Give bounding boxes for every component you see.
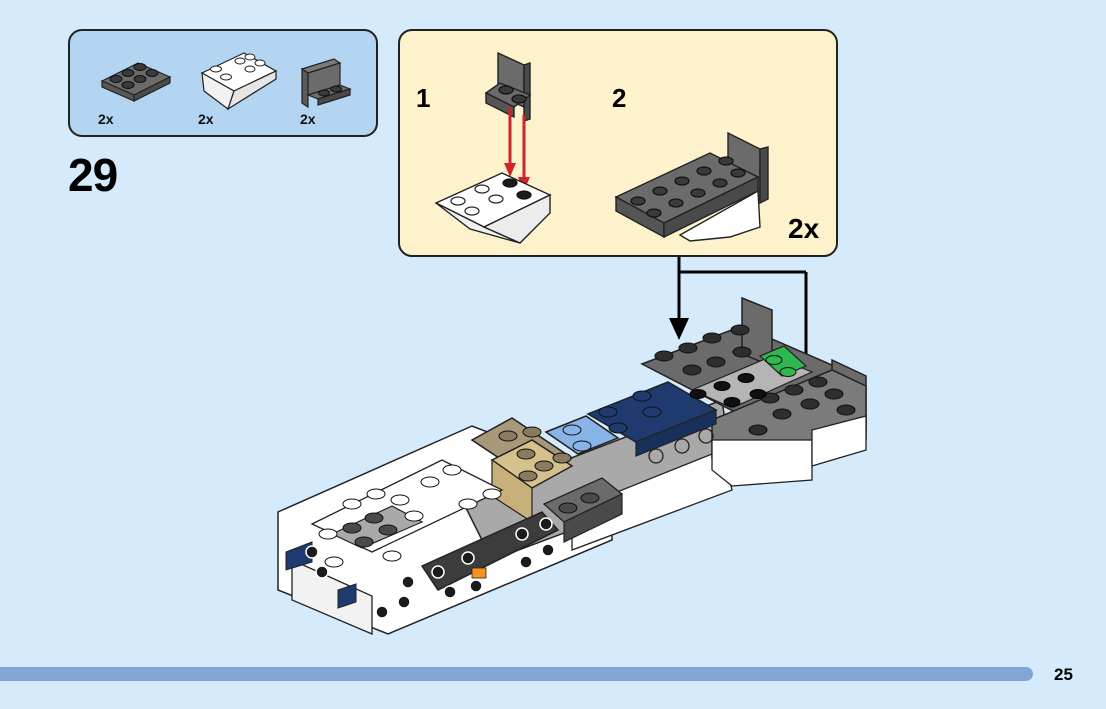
part-white-inverted-slope (200, 52, 278, 111)
sub-assembly-callout: 1 2 2x (398, 29, 838, 257)
step-number: 29 (68, 149, 118, 201)
arrow-down-icon (669, 318, 689, 340)
sub-step-2-illustration (614, 131, 769, 242)
sub-step-1-illustration (434, 51, 552, 244)
sub-step-label: 1 (416, 83, 431, 113)
part-dark-gray-bracket (300, 58, 352, 109)
sub-step-label: 2 (612, 83, 627, 113)
part-quantity: 2x (198, 111, 214, 127)
page-progress-bar (0, 667, 1033, 681)
callout-quantity: 2x (788, 213, 820, 244)
part-dark-gray-plate (100, 62, 172, 102)
part-quantity: 2x (300, 111, 316, 127)
page-number: 25 (1054, 665, 1073, 684)
orange-tile (471, 567, 487, 579)
red-arrow-icon (504, 163, 516, 177)
part-quantity: 2x (98, 111, 114, 127)
parts-list-box: 2x 2x 2x (68, 29, 378, 137)
model-illustration (277, 296, 867, 635)
